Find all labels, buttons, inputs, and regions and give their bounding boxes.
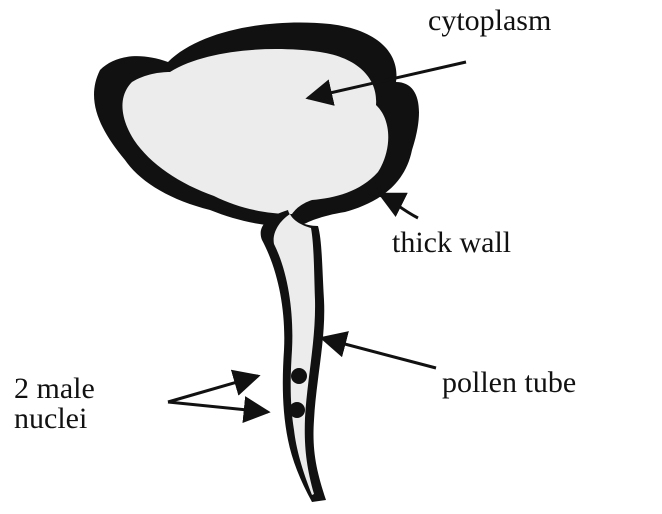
male-nucleus-upper <box>291 368 307 384</box>
male-nucleus-lower <box>289 402 305 418</box>
thick-wall-label: thick wall <box>392 226 511 259</box>
pollen-tube-arrow <box>322 338 436 368</box>
male-nuclei-label-line2: nuclei <box>14 402 87 435</box>
pollen-tube-label: pollen tube <box>442 366 576 399</box>
nucleus-arrow-lower <box>168 402 268 412</box>
nucleus-arrow-upper <box>168 376 258 402</box>
cytoplasm-label: cytoplasm <box>428 4 551 37</box>
thick-wall-arrow <box>380 194 418 218</box>
male-nuclei-label-line1: 2 male <box>14 372 95 405</box>
